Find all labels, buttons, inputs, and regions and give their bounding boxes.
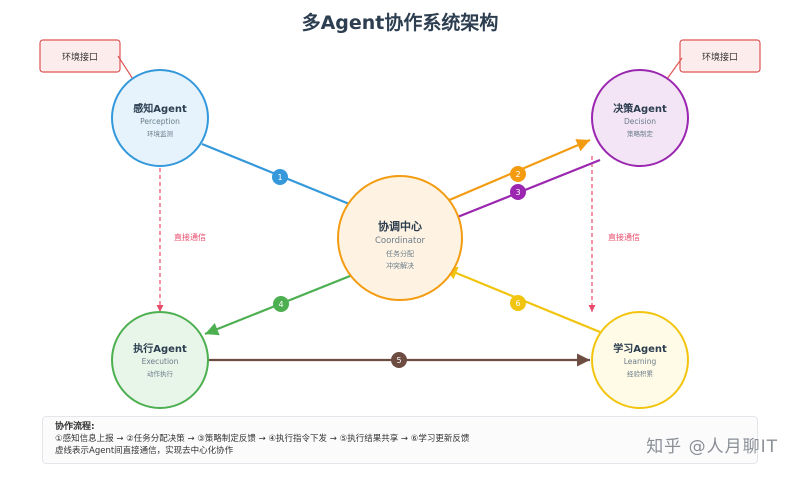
execution-en: Execution (142, 357, 179, 366)
svg-text:4: 4 (278, 300, 283, 309)
flow-legend: 协作流程: ①感知信息上报 → ②任务分配决策 → ③策略制定反馈 → ④执行指… (42, 416, 758, 464)
env-interface-left: 环境接口 (39, 39, 121, 73)
execution-name: 执行Agent (133, 342, 187, 355)
legend-line-2: 虚线表示Agent间直接通信，实现去中心化协作 (55, 446, 234, 456)
legend-title: 协作流程: (55, 422, 95, 432)
step-badge-6: 6 (510, 295, 526, 311)
learning-name: 学习Agent (613, 342, 667, 355)
coordinator-sub2: 冲突解决 (386, 261, 414, 270)
decision-en: Decision (624, 117, 656, 126)
env-interface-right: 环境接口 (679, 39, 761, 73)
diagram-title: 多Agent协作系统架构 (301, 12, 499, 34)
step-badge-1: 1 (272, 169, 288, 185)
svg-text:3: 3 (515, 188, 520, 197)
watermark: 知乎 @人月聊IT (646, 437, 778, 457)
svg-text:1: 1 (277, 173, 282, 182)
step-badge-4: 4 (273, 296, 289, 312)
env-interface-left-label: 环境接口 (62, 51, 98, 63)
coordinator-sub1: 任务分配 (386, 249, 414, 258)
legend-line-1: ①感知信息上报 → ②任务分配决策 → ③策略制定反馈 → ④执行指令下发 → … (55, 434, 470, 444)
coordinator-en: Coordinator (375, 236, 426, 246)
direct-comm-left-label: 直接通信 (174, 232, 206, 242)
perception-en: Perception (140, 117, 180, 126)
svg-text:2: 2 (515, 170, 520, 179)
learning-sub: 经验积累 (627, 369, 654, 378)
execution-sub: 动作执行 (147, 369, 174, 378)
step-badge-2: 2 (510, 166, 526, 182)
step-badge-5: 5 (391, 352, 407, 368)
node-coordinator: 协调中心 Coordinator 任务分配 冲突解决 (337, 175, 463, 301)
decision-sub: 策略制定 (627, 129, 654, 138)
coordinator-name: 协调中心 (378, 219, 422, 233)
node-decision: 决策Agent Decision 策略制定 (591, 69, 689, 167)
learning-en: Learning (624, 357, 657, 366)
node-learning: 学习Agent Learning 经验积累 (591, 311, 689, 409)
perception-name: 感知Agent (133, 102, 187, 115)
node-perception: 感知Agent Perception 环境监测 (111, 69, 209, 167)
env-interface-right-label: 环境接口 (702, 51, 738, 63)
step-badge-3: 3 (510, 184, 526, 200)
svg-text:6: 6 (515, 299, 520, 308)
direct-comm-right-label: 直接通信 (608, 232, 640, 242)
perception-sub: 环境监测 (147, 129, 174, 138)
decision-name: 决策Agent (613, 102, 667, 115)
node-execution: 执行Agent Execution 动作执行 (111, 311, 209, 409)
svg-text:5: 5 (396, 356, 401, 365)
